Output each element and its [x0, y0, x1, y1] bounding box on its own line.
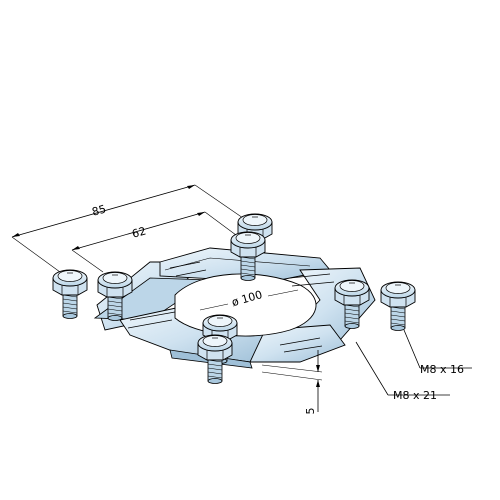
callout-m8x21: M8 x 21 — [355, 341, 450, 402]
dimension-hole-spacing: 62 — [71, 211, 241, 273]
dimension-thickness: 5 — [261, 350, 323, 415]
bolt-left-outer — [52, 269, 88, 319]
clamp-plate-assembly: ø 100 — [93, 247, 376, 369]
bolt-right-outer — [380, 281, 416, 331]
dimension-overall: 85 — [11, 184, 244, 273]
dim-62-label: 62 — [131, 224, 148, 240]
thickness-label: 5 — [304, 408, 317, 415]
callout-m8x16: M8 x 16 — [403, 329, 472, 376]
dim-85-label: 85 — [91, 202, 108, 218]
callout-m8x16-label: M8 x 16 — [420, 363, 464, 376]
callout-m8x21-label: M8 x 21 — [393, 389, 437, 402]
